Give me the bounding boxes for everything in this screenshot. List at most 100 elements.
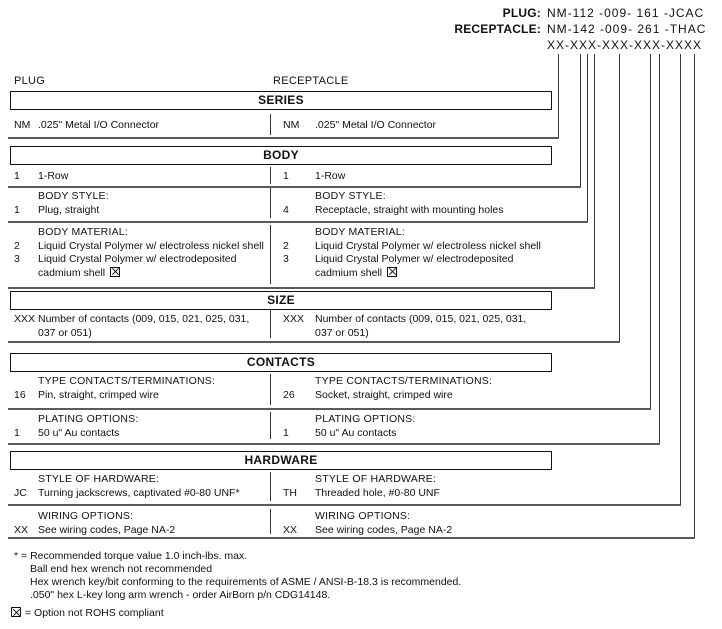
plug-part-number-label: PLUG: bbox=[502, 6, 541, 20]
section-title-body: BODY bbox=[10, 146, 552, 165]
option-code: 1 bbox=[283, 170, 289, 182]
section-title-size: SIZE bbox=[10, 291, 552, 310]
option-desc: .025" Metal I/O Connector bbox=[38, 119, 160, 131]
option-desc: 50 u" Au contacts bbox=[315, 426, 397, 439]
option-code: 26 bbox=[283, 388, 295, 401]
subsection-label: STYLE OF HARDWARE: bbox=[38, 473, 160, 485]
option-desc: Number of contacts (009, 015, 021, 025, … bbox=[315, 313, 527, 339]
option-desc: Liquid Crystal Polymer w/ electrodeposit… bbox=[315, 253, 514, 279]
leader-line-plating bbox=[659, 54, 660, 445]
option-desc: Receptacle, straight with mounting holes bbox=[315, 203, 504, 216]
option-desc: See wiring codes, Page NA-2 bbox=[38, 523, 176, 536]
rule-size bbox=[8, 341, 620, 343]
option-desc: Liquid Crystal Polymer w/ electroless ni… bbox=[315, 239, 541, 252]
subsection-label: PLATING OPTIONS: bbox=[38, 413, 139, 425]
option-code: XX bbox=[283, 523, 298, 536]
footnote-line: * = Recommended torque value 1.0 inch-lb… bbox=[14, 550, 248, 562]
rule-body-style bbox=[8, 221, 588, 223]
option-desc: 50 u" Au contacts bbox=[38, 426, 120, 439]
subsection-label: BODY MATERIAL: bbox=[38, 226, 128, 238]
option-code: JC bbox=[14, 486, 27, 499]
series-row: NM .025" Metal I/O Connector NM .025" Meta… bbox=[0, 114, 560, 136]
option-code: 4 bbox=[283, 203, 289, 216]
section-title-hardware: HARDWARE bbox=[10, 451, 552, 470]
footnotes: * = Recommended torque value 1.0 inch-lb… bbox=[14, 550, 461, 602]
option-desc: Plug, straight bbox=[38, 203, 100, 216]
plug-part-number-value: NM-112 -009- 161 -JCAC bbox=[547, 6, 705, 20]
leader-line-wiring bbox=[694, 54, 695, 539]
option-desc: .025" Metal I/O Connector bbox=[315, 119, 437, 131]
option-desc: Pin, straight, crimped wire bbox=[38, 388, 159, 401]
subsection-label: WIRING OPTIONS: bbox=[315, 510, 411, 522]
leader-line-body-row bbox=[580, 54, 581, 188]
option-desc: Number of contacts (009, 015, 021, 025, … bbox=[38, 313, 250, 339]
column-divider bbox=[270, 472, 271, 501]
option-code: 2 bbox=[14, 239, 20, 252]
part-number-mask-row: XX-XXX-XXX-XXX-XXXX bbox=[0, 38, 722, 53]
leader-line-series bbox=[558, 54, 559, 139]
column-divider bbox=[270, 374, 271, 405]
column-header-receptacle: RECEPTACLE bbox=[273, 75, 349, 87]
option-code: 16 bbox=[14, 388, 26, 401]
option-desc: Socket, straight, crimped wire bbox=[315, 388, 453, 401]
option-code: XXX bbox=[14, 313, 36, 325]
leader-line-body-material bbox=[594, 54, 595, 289]
option-desc: See wiring codes, Page NA-2 bbox=[315, 523, 453, 536]
column-divider bbox=[270, 509, 271, 534]
option-desc: 1-Row bbox=[315, 170, 346, 182]
leader-line-size bbox=[619, 54, 620, 343]
hardware-style-row: STYLE OF HARDWARE: JC Turning jackscrews,… bbox=[0, 472, 560, 502]
footnote-line: .050" hex L-key long arm wrench - order … bbox=[30, 589, 331, 601]
option-code: 1 bbox=[14, 426, 20, 439]
footnote-line: Ball end hex wrench not recommended bbox=[30, 563, 213, 575]
rule-wiring bbox=[8, 537, 695, 539]
subsection-label: TYPE CONTACTS/TERMINATIONS: bbox=[38, 375, 216, 387]
rule-series bbox=[8, 137, 559, 139]
subsection-label: TYPE CONTACTS/TERMINATIONS: bbox=[315, 375, 493, 387]
subsection-label: WIRING OPTIONS: bbox=[38, 510, 134, 522]
receptacle-part-number-label: RECEPTACLE: bbox=[454, 22, 541, 36]
option-code: 1 bbox=[283, 426, 289, 439]
subsection-label: BODY STYLE: bbox=[38, 190, 109, 202]
receptacle-part-number-value: NM-142 -009- 261 -THAC bbox=[547, 22, 707, 36]
option-desc: Turning jackscrews, captivated #0-80 UNF… bbox=[38, 486, 240, 499]
footnote-line: Hex wrench key/bit conforming to the req… bbox=[30, 576, 462, 588]
hardware-wiring-row: WIRING OPTIONS: XX See wiring codes, Page… bbox=[0, 509, 560, 536]
contacts-type-row: TYPE CONTACTS/TERMINATIONS: 16 Pin, strai… bbox=[0, 374, 560, 406]
option-code: NM bbox=[14, 119, 31, 131]
option-desc: 1-Row bbox=[38, 170, 69, 182]
plug-part-number-row: PLUG: NM-112 -009- 161 -JCAC bbox=[0, 6, 722, 21]
rule-plating bbox=[8, 443, 660, 445]
leader-line-contacts-type bbox=[650, 54, 651, 410]
section-title-series: SERIES bbox=[10, 91, 552, 110]
rohs-footnote: = Option not ROHS compliant bbox=[11, 607, 164, 620]
subsection-label: STYLE OF HARDWARE: bbox=[315, 473, 437, 485]
part-number-mask: XX-XXX-XXX-XXX-XXXX bbox=[547, 38, 703, 52]
option-code: XXX bbox=[283, 313, 305, 325]
option-code: NM bbox=[283, 119, 300, 131]
subsection-label: BODY STYLE: bbox=[315, 190, 386, 202]
subsection-label: PLATING OPTIONS: bbox=[315, 413, 416, 425]
option-desc: Liquid Crystal Polymer w/ electroless ni… bbox=[38, 239, 264, 252]
column-divider bbox=[270, 310, 271, 338]
option-code: TH bbox=[283, 486, 297, 499]
not-rohs-icon bbox=[387, 266, 398, 277]
option-desc: Liquid Crystal Polymer w/ electrodeposit… bbox=[38, 253, 237, 279]
receptacle-part-number-row: RECEPTACLE: NM-142 -009- 261 -THAC bbox=[0, 22, 722, 37]
subsection-label: BODY MATERIAL: bbox=[315, 226, 405, 238]
not-rohs-icon bbox=[110, 266, 121, 277]
rule-hardware-style bbox=[8, 504, 681, 506]
rule-body-material bbox=[8, 287, 595, 289]
column-divider bbox=[270, 114, 271, 135]
option-code: 3 bbox=[14, 253, 20, 265]
option-code: 1 bbox=[14, 203, 20, 216]
contacts-plating-row: PLATING OPTIONS: 1 50 u" Au contacts PLAT… bbox=[0, 412, 560, 440]
option-code: XX bbox=[14, 523, 29, 536]
option-code: 2 bbox=[283, 239, 289, 252]
option-code: 3 bbox=[283, 253, 289, 265]
not-rohs-icon bbox=[11, 607, 21, 617]
